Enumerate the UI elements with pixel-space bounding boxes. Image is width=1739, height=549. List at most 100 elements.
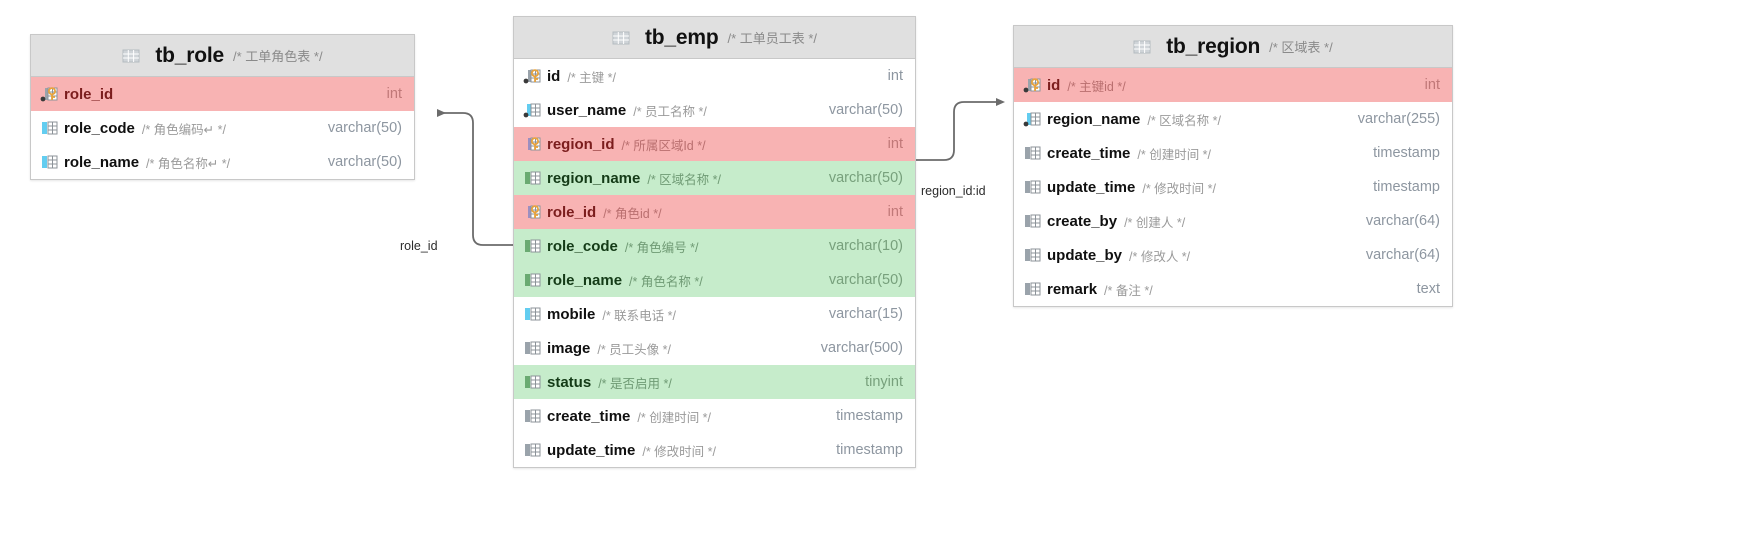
column-type: timestamp bbox=[836, 442, 903, 458]
column-gray-icon bbox=[523, 441, 541, 459]
foreign-key-icon bbox=[523, 203, 541, 221]
column-comment: /* 修改人 */ bbox=[1129, 249, 1191, 264]
column-comment: /* 创建时间 */ bbox=[637, 410, 712, 425]
column-name: mobile bbox=[547, 305, 596, 323]
column-blue-icon bbox=[40, 119, 58, 137]
column-name: create_time bbox=[547, 407, 631, 425]
column-comment: /* 员工头像 */ bbox=[597, 342, 671, 357]
column-name: id bbox=[547, 67, 561, 85]
column-type: varchar(64) bbox=[1365, 247, 1440, 263]
column-type: timestamp bbox=[836, 408, 903, 424]
column-comment: /* 备注 */ bbox=[1104, 283, 1153, 298]
column-gray-icon bbox=[523, 339, 541, 357]
table-row[interactable]: role_id/* 角色id */int bbox=[514, 195, 915, 229]
column-name: update_time bbox=[547, 441, 636, 459]
column-name: role_code bbox=[64, 119, 135, 137]
table-row[interactable]: create_time /* 创建时间 */ timestamp bbox=[514, 399, 915, 433]
primary-key-icon bbox=[523, 67, 541, 85]
relation-label-region-id: region_id:id bbox=[921, 184, 986, 198]
column-type: varchar(500) bbox=[820, 340, 903, 356]
column-comment: /* 修改时间 */ bbox=[642, 444, 716, 459]
column-green-icon bbox=[523, 271, 541, 289]
table-header-tb_role: tb_role /* 工单角色表 */ bbox=[31, 35, 414, 77]
table-tb_emp[interactable]: tb_emp /* 工单员工表 */ id/* 主键 */int user_nam… bbox=[513, 16, 916, 468]
table-comment: /* 工单员工表 */ bbox=[727, 31, 818, 46]
column-comment: /* 是否启用 */ bbox=[598, 376, 672, 391]
table-row[interactable]: user_name/* 员工名称 */varchar(50) bbox=[514, 93, 915, 127]
column-type: varchar(50) bbox=[327, 154, 402, 170]
table-row[interactable]: id/* 主键 */int bbox=[514, 59, 915, 93]
column-name: region_name bbox=[547, 169, 641, 187]
column-comment: /* 角色编号 */ bbox=[624, 240, 699, 255]
column-comment: /* 员工名称 */ bbox=[633, 104, 707, 119]
column-blue-dot-icon bbox=[523, 101, 541, 119]
table-row[interactable]: role_name/* 角色名称 */varchar(50) bbox=[514, 263, 915, 297]
table-name: tb_region bbox=[1166, 34, 1261, 58]
column-name: user_name bbox=[547, 101, 627, 119]
table-icon bbox=[1133, 38, 1151, 56]
column-green-icon bbox=[523, 237, 541, 255]
table-row[interactable]: create_by/* 创建人 */varchar(64) bbox=[1014, 204, 1452, 238]
column-name: update_by bbox=[1047, 246, 1123, 264]
table-row[interactable]: remark/* 备注 */text bbox=[1014, 272, 1452, 306]
column-type: int bbox=[887, 68, 903, 84]
table-row[interactable]: mobile /* 联系电话 */ varchar(15) bbox=[514, 297, 915, 331]
column-type: varchar(50) bbox=[327, 120, 402, 136]
column-type: text bbox=[1416, 281, 1440, 297]
table-row[interactable]: id/* 主键id */int bbox=[1014, 68, 1452, 102]
table-comment: /* 区域表 */ bbox=[1269, 40, 1333, 55]
column-name: role_id bbox=[547, 203, 597, 221]
column-type: varchar(50) bbox=[828, 170, 903, 186]
table-row[interactable]: role_name/* 角色名称↵ */varchar(50) bbox=[31, 145, 414, 179]
column-type: varchar(50) bbox=[828, 272, 903, 288]
column-comment: /* 角色编码↵ */ bbox=[141, 122, 226, 137]
column-type: varchar(15) bbox=[828, 306, 903, 322]
column-comment: /* 创建时间 */ bbox=[1137, 147, 1212, 162]
table-name: tb_emp bbox=[644, 25, 719, 49]
table-row[interactable]: update_by /* 修改人 */ varchar(64) bbox=[1014, 238, 1452, 272]
column-name: create_by bbox=[1047, 212, 1118, 230]
column-name: region_name bbox=[1047, 110, 1141, 128]
table-row[interactable]: update_time/* 修改时间 */timestamp bbox=[1014, 170, 1452, 204]
relation-link-region-id bbox=[916, 98, 1005, 161]
column-type: varchar(255) bbox=[1357, 111, 1440, 127]
table-row[interactable]: role_code /* 角色编码↵ */ varchar(50) bbox=[31, 111, 414, 145]
column-type: tinyint bbox=[865, 374, 903, 390]
column-comment: /* 联系电话 */ bbox=[602, 308, 676, 323]
column-name: role_name bbox=[547, 271, 623, 289]
relation-link-role-id bbox=[437, 109, 513, 246]
column-blue-dot-icon bbox=[1023, 110, 1041, 128]
column-comment: /* 角色名称↵ */ bbox=[146, 156, 231, 171]
column-type: int bbox=[887, 136, 903, 152]
table-row[interactable]: status /* 是否启用 */ tinyint bbox=[514, 365, 915, 399]
column-name: role_id bbox=[64, 85, 114, 103]
column-comment: /* 所属区域Id */ bbox=[621, 138, 706, 153]
table-row[interactable]: region_name/* 区域名称 */varchar(255) bbox=[1014, 102, 1452, 136]
foreign-key-icon bbox=[523, 135, 541, 153]
column-comment: /* 修改时间 */ bbox=[1142, 181, 1216, 196]
table-row[interactable]: region_id /* 所属区域Id */ int bbox=[514, 127, 915, 161]
column-gray-icon bbox=[1023, 178, 1041, 196]
table-header-tb_emp: tb_emp /* 工单员工表 */ bbox=[514, 17, 915, 59]
column-type: timestamp bbox=[1373, 179, 1440, 195]
column-name: region_id bbox=[547, 135, 615, 153]
table-row[interactable]: region_name/* 区域名称 */varchar(50) bbox=[514, 161, 915, 195]
table-name: tb_role bbox=[155, 43, 225, 67]
column-gray-icon bbox=[1023, 280, 1041, 298]
column-type: varchar(64) bbox=[1365, 213, 1440, 229]
table-row[interactable]: update_time /* 修改时间 */ timestamp bbox=[514, 433, 915, 467]
table-row[interactable]: create_time/* 创建时间 */timestamp bbox=[1014, 136, 1452, 170]
column-gray-icon bbox=[523, 407, 541, 425]
table-row[interactable]: role_code/* 角色编号 */varchar(10) bbox=[514, 229, 915, 263]
column-name: status bbox=[547, 373, 592, 391]
table-row[interactable]: image/* 员工头像 */varchar(500) bbox=[514, 331, 915, 365]
column-green-icon bbox=[523, 169, 541, 187]
column-type: timestamp bbox=[1373, 145, 1440, 161]
column-gray-icon bbox=[1023, 212, 1041, 230]
